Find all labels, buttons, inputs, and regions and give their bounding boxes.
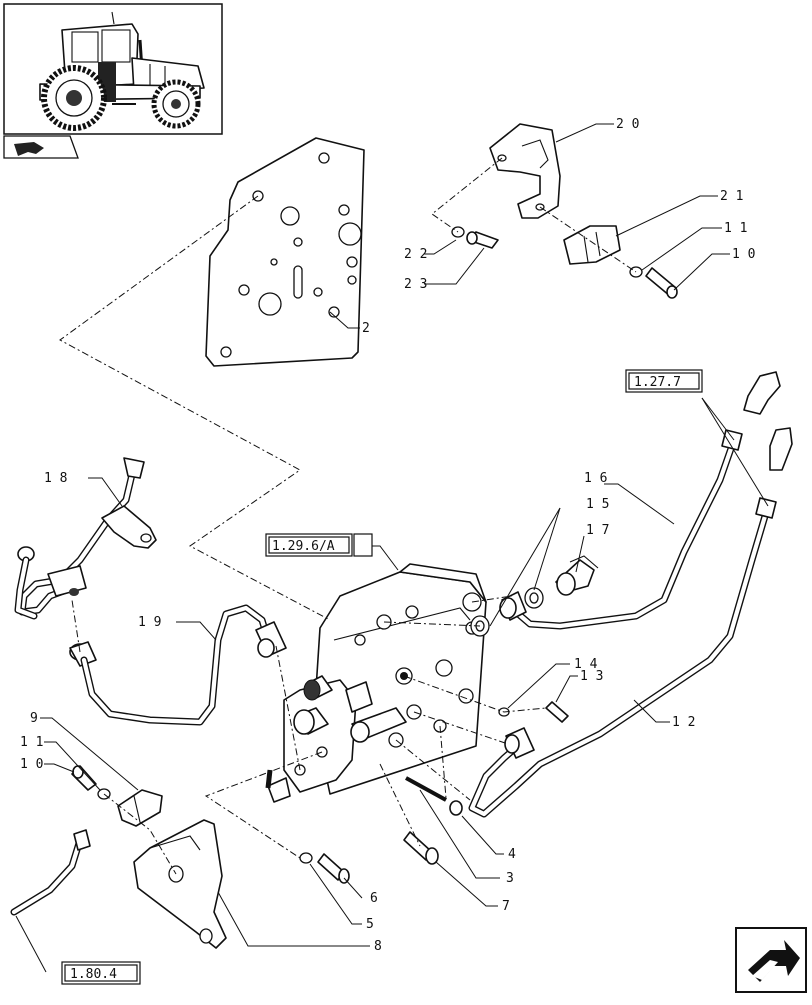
callout-19: 1 9 — [138, 615, 161, 630]
hose-lower-left[interactable] — [10, 829, 91, 916]
callout-22: 2 2 — [404, 247, 427, 262]
hose-ends[interactable] — [743, 371, 793, 471]
assembly-lines — [59, 157, 637, 875]
tractor-thumbnail-icon[interactable] — [3, 3, 223, 135]
ref-1-27-7-label: 1.27.7 — [634, 375, 681, 390]
part-3-pin[interactable] — [405, 776, 447, 802]
ref-box-1-29-6a[interactable]: 1.29.6/A — [265, 533, 373, 557]
callout-5: 5 — [366, 917, 374, 932]
callout-13: 1 3 — [580, 669, 603, 684]
part-21-clamp[interactable] — [563, 225, 621, 265]
callout-20: 2 0 — [616, 117, 639, 132]
pipe-lower-left[interactable] — [69, 641, 97, 667]
part-13-screw[interactable] — [545, 701, 569, 723]
leader-lines — [15, 123, 769, 973]
part-5-washer[interactable] — [299, 852, 313, 864]
callout-10-top: 1 0 — [732, 247, 755, 262]
part-8-bracket[interactable] — [133, 819, 227, 949]
part-23-bolt[interactable] — [466, 231, 499, 249]
callout-11-top: 1 1 — [724, 221, 747, 236]
part-20-bracket[interactable] — [489, 123, 561, 219]
part-10-bolt-left[interactable] — [71, 765, 97, 791]
callout-4: 4 — [508, 847, 516, 862]
part-18-pipe[interactable] — [14, 457, 157, 620]
part-6-bolt[interactable] — [317, 853, 350, 884]
callout-16: 1 6 — [584, 471, 607, 486]
part-10-bolt-top[interactable] — [645, 267, 678, 299]
part-16-pipe[interactable] — [499, 429, 743, 630]
callout-6: 6 — [370, 891, 378, 906]
callout-18: 1 8 — [44, 471, 67, 486]
part-17-fitting[interactable] — [555, 555, 599, 596]
part-7-bolt[interactable] — [403, 831, 439, 865]
arrow-icon[interactable] — [3, 135, 79, 159]
callout-labels: 2 0 2 1 1 1 1 0 2 2 2 3 2 1 8 1 6 1 5 1 … — [20, 117, 755, 954]
callout-9: 9 — [30, 711, 38, 726]
part-1-valve-block[interactable] — [265, 563, 487, 803]
callout-7: 7 — [502, 899, 510, 914]
part-4-washer[interactable] — [449, 800, 463, 816]
part-2-plate[interactable] — [205, 137, 365, 367]
ref-1-80-4-label: 1.80.4 — [70, 967, 117, 982]
callout-23: 2 3 — [404, 277, 427, 292]
callout-2: 2 — [362, 321, 370, 336]
ref-box-1-27-7[interactable]: 1.27.7 — [625, 369, 703, 393]
callout-11-left: 1 1 — [20, 735, 43, 750]
part-12-pipe[interactable] — [468, 497, 777, 818]
callout-10-left: 1 0 — [20, 757, 43, 772]
callout-15: 1 5 — [586, 497, 609, 512]
part-19-pipe[interactable] — [80, 604, 287, 726]
next-page-icon[interactable] — [735, 927, 807, 993]
callout-3: 3 — [506, 871, 514, 886]
callout-8: 8 — [374, 939, 382, 954]
callout-21: 2 1 — [720, 189, 743, 204]
callout-14: 1 4 — [574, 657, 598, 672]
part-9-clamp[interactable] — [117, 789, 163, 827]
ref-1-29-6a-label: 1.29.6/A — [272, 539, 335, 554]
ref-box-1-80-4[interactable]: 1.80.4 — [61, 961, 141, 985]
callout-17: 1 7 — [586, 523, 609, 538]
callout-12: 1 2 — [672, 715, 695, 730]
